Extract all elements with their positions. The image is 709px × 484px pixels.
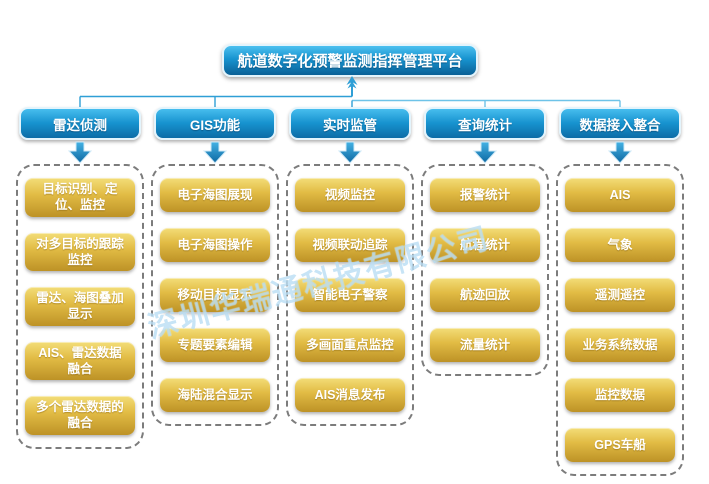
category-items-container-5: AIS 气象遥测遥控业务系统数据监控数据 GPS车船 xyxy=(556,164,684,476)
up-arrow-icon xyxy=(346,76,358,89)
feature-box: 目标识别、定位、监控 xyxy=(25,178,135,217)
connector-lines xyxy=(79,76,621,107)
feature-box: 航程统计 xyxy=(430,228,540,262)
feature-box: 流量统计 xyxy=(430,328,540,362)
feature-box: 移动目标显示 xyxy=(160,278,270,312)
category-column-2: GIS功能电子海图展现电子海图操作移动目标显示专题要素编辑海陆混合显示 xyxy=(151,107,279,476)
down-arrow-icon xyxy=(67,140,93,164)
category-items-container-2: 电子海图展现电子海图操作移动目标显示专题要素编辑海陆混合显示 xyxy=(151,164,279,426)
feature-box: 遥测遥控 xyxy=(565,278,675,312)
feature-box: AIS xyxy=(565,178,675,212)
feature-box: GPS车船 xyxy=(565,428,675,462)
down-arrow-icon xyxy=(472,140,498,164)
platform-title-box: 航道数字化预警监测指挥管理平台 xyxy=(222,44,478,77)
columns-row: 雷达侦测目标识别、定位、监控对多目标的跟踪监控雷达、海图叠加显示 AIS、雷达数据… xyxy=(16,107,693,476)
category-header-5: 数据接入整合 xyxy=(559,107,681,140)
feature-box: 对多目标的跟踪监控 xyxy=(25,232,135,271)
down-arrow-icon xyxy=(202,140,228,164)
category-column-3: 实时监管视频监控视频联动追踪智能电子警察多画面重点监控 AIS消息发布 xyxy=(286,107,414,476)
down-arrow-icon xyxy=(607,140,633,164)
feature-box: 报警统计 xyxy=(430,178,540,212)
feature-box: 视频联动追踪 xyxy=(295,228,405,262)
feature-box: 气象 xyxy=(565,228,675,262)
category-column-5: 数据接入整合 AIS 气象遥测遥控业务系统数据监控数据 GPS车船 xyxy=(556,107,684,476)
category-column-4: 查询统计报警统计航程统计航迹回放流量统计 xyxy=(421,107,549,476)
feature-box: 监控数据 xyxy=(565,378,675,412)
feature-box: 视频监控 xyxy=(295,178,405,212)
category-items-container-3: 视频监控视频联动追踪智能电子警察多画面重点监控 AIS消息发布 xyxy=(286,164,414,426)
category-header-4: 查询统计 xyxy=(424,107,546,140)
feature-box: 海陆混合显示 xyxy=(160,378,270,412)
feature-box: 航迹回放 xyxy=(430,278,540,312)
down-arrow-icon xyxy=(337,140,363,164)
feature-box: 多个雷达数据的融合 xyxy=(25,396,135,435)
feature-box: 雷达、海图叠加显示 xyxy=(25,287,135,326)
feature-box: 多画面重点监控 xyxy=(295,328,405,362)
feature-box: AIS、雷达数据融合 xyxy=(25,341,135,380)
feature-box: 专题要素编辑 xyxy=(160,328,270,362)
platform-title: 航道数字化预警监测指挥管理平台 xyxy=(237,53,463,70)
category-column-1: 雷达侦测目标识别、定位、监控对多目标的跟踪监控雷达、海图叠加显示 AIS、雷达数据… xyxy=(16,107,144,476)
category-items-container-1: 目标识别、定位、监控对多目标的跟踪监控雷达、海图叠加显示 AIS、雷达数据融合多个… xyxy=(16,164,144,449)
feature-box: 智能电子警察 xyxy=(295,278,405,312)
category-items-container-4: 报警统计航程统计航迹回放流量统计 xyxy=(421,164,549,376)
category-header-2: GIS功能 xyxy=(154,107,276,140)
feature-box: 电子海图操作 xyxy=(160,228,270,262)
feature-box: 业务系统数据 xyxy=(565,328,675,362)
category-header-3: 实时监管 xyxy=(289,107,411,140)
feature-box: AIS消息发布 xyxy=(295,378,405,412)
feature-box: 电子海图展现 xyxy=(160,178,270,212)
category-header-1: 雷达侦测 xyxy=(19,107,141,140)
